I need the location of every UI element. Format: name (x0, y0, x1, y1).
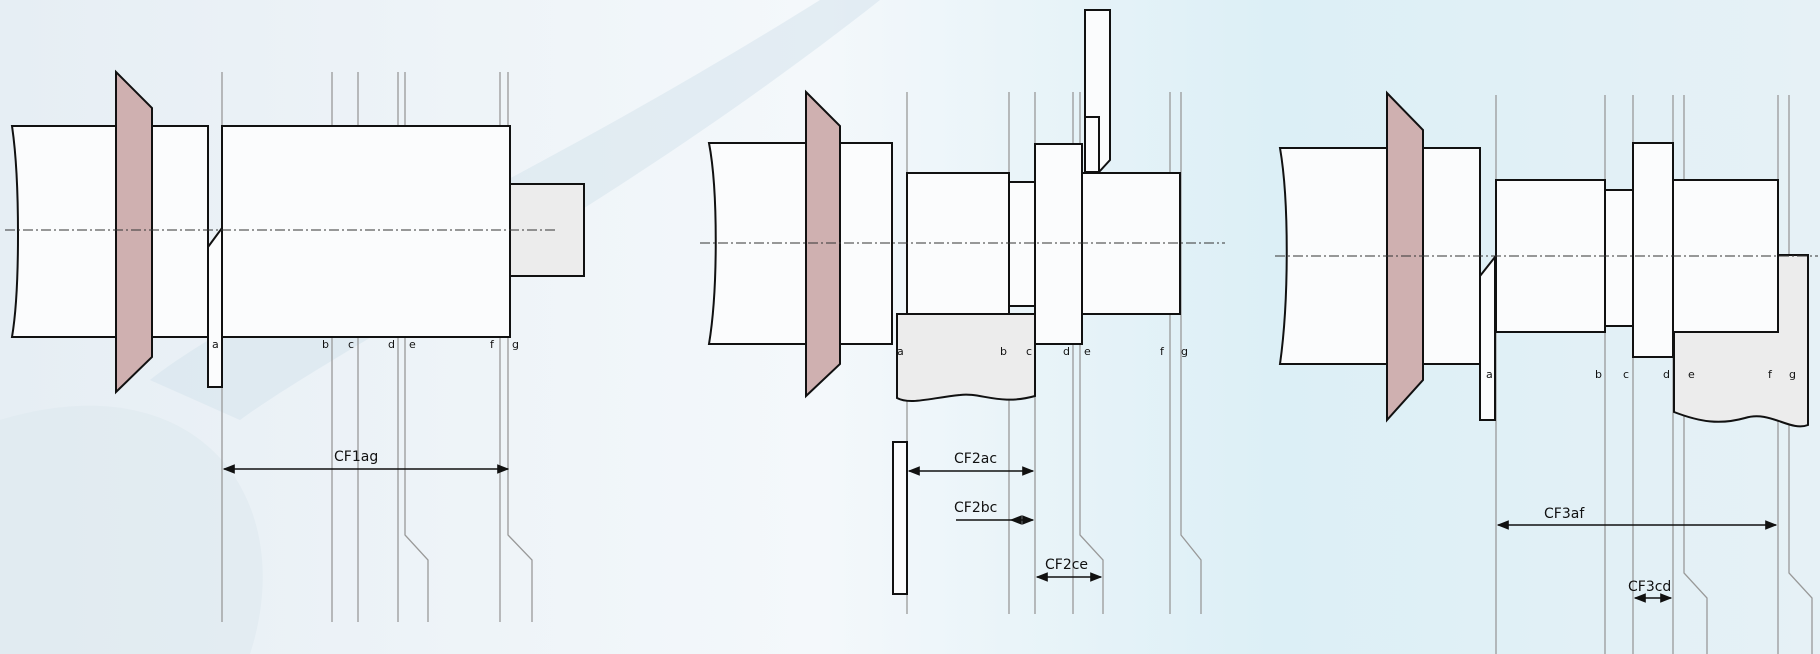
dimension-label-cf3cd: CF3cd (1628, 579, 1671, 595)
point-label-f: f (1160, 345, 1165, 358)
chuck-jaw (115, 69, 153, 395)
workpiece-step-3 (1034, 143, 1083, 345)
point-label-e: e (1688, 368, 1695, 381)
point-label-c: c (348, 338, 354, 351)
point-label-b: b (1595, 368, 1602, 381)
stock (707, 142, 893, 345)
diagram-cf1: a b c d e f g CF1ag (5, 69, 585, 622)
parting-blade (1479, 254, 1496, 421)
workpiece-step-2 (1008, 181, 1036, 307)
diagram-cf2: a b c d e f g CF2ac CF2bc CF2ce (700, 9, 1225, 614)
chuck-jaw (805, 89, 841, 399)
point-label-a: a (1486, 368, 1493, 381)
dimension-label-cf1ag: CF1ag (334, 449, 378, 465)
point-label-g: g (512, 338, 519, 351)
dimension-label-cf3af: CF3af (1544, 506, 1585, 522)
point-label-g: g (1789, 368, 1796, 381)
point-label-b: b (1000, 345, 1007, 358)
dimension-label-cf2bc: CF2bc (954, 500, 997, 516)
point-label-e: e (1084, 345, 1091, 358)
point-label-a: a (897, 345, 904, 358)
point-label-e: e (409, 338, 416, 351)
dimension-label-cf2ac: CF2ac (954, 451, 997, 467)
parting-blade (207, 224, 223, 388)
bottom-tool (892, 441, 908, 595)
workpiece (221, 125, 511, 338)
point-label-a: a (212, 338, 219, 351)
point-label-d: d (388, 338, 395, 351)
workpiece-step-3 (1632, 142, 1674, 358)
background-swoosh (0, 405, 263, 654)
point-label-d: d (1063, 345, 1070, 358)
removed-material (896, 313, 1036, 402)
stock (10, 125, 209, 338)
point-label-f: f (1768, 368, 1773, 381)
dimension-label-cf2ce: CF2ce (1045, 557, 1088, 573)
point-label-f: f (490, 338, 495, 351)
point-label-g: g (1181, 345, 1188, 358)
point-label-c: c (1026, 345, 1032, 358)
workpiece-step-2 (1604, 189, 1634, 327)
diagram-cf3: a b c d e f g CF3af CF3cd (1275, 90, 1818, 654)
point-label-c: c (1623, 368, 1629, 381)
top-tool-insert (1084, 116, 1100, 173)
point-label-d: d (1663, 368, 1670, 381)
point-label-b: b (322, 338, 329, 351)
